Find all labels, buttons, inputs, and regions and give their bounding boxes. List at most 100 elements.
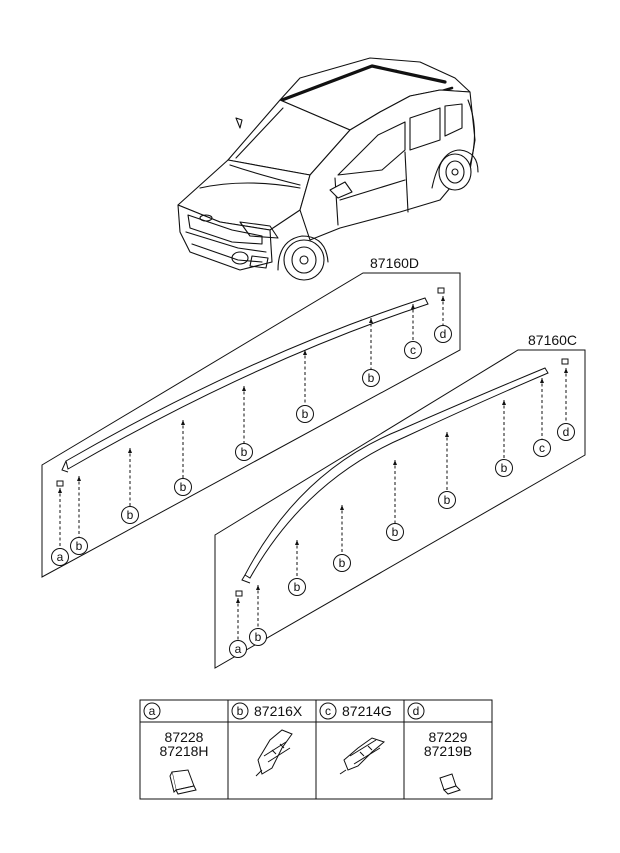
callout-circle (70, 537, 88, 555)
legend-clip-c-illustration (339, 737, 386, 775)
leader-arrowhead (369, 318, 373, 323)
legend-letter-circle (231, 702, 249, 720)
leader-arrowhead (77, 476, 81, 481)
callout-b: b (333, 554, 351, 572)
callout-b: b (121, 506, 139, 524)
callout-circle (229, 640, 247, 658)
leader-arrowhead (303, 350, 307, 355)
legend-cell-b: b 87216X (231, 702, 303, 720)
callout-c: c (404, 341, 422, 359)
legend-clip-b-illustration (255, 729, 293, 777)
legend-part-number: 87229 (429, 729, 468, 745)
callout-letter: b (302, 407, 309, 421)
callout-letter: b (255, 630, 262, 644)
legend-letter-circle (407, 702, 425, 720)
callout-letter: b (368, 371, 375, 385)
leader-arrowhead (540, 378, 544, 383)
callout-letter: b (127, 508, 134, 522)
callout-circle (434, 325, 452, 343)
callout-letter: b (180, 480, 187, 494)
leader-arrowhead (445, 432, 449, 437)
legend-part-number: 87218H (159, 743, 208, 759)
callout-letter: b (339, 556, 346, 570)
leader-arrowhead (128, 448, 132, 453)
callout-b: b (288, 578, 306, 596)
callout-b: b (249, 628, 267, 646)
legend-header-part-number: 87216X (254, 703, 303, 719)
callout-circle (174, 478, 192, 496)
callout-circle (249, 628, 267, 646)
upper-roof-moulding (61, 297, 429, 473)
callout-circle (404, 341, 422, 359)
callout-circle (557, 423, 575, 441)
leader-arrowhead (502, 400, 506, 405)
callout-b: b (495, 459, 513, 477)
legend-letter-circle (319, 702, 337, 720)
leader-arrowhead (181, 420, 185, 425)
callout-b: b (296, 405, 314, 423)
leader-arrowhead (564, 368, 568, 373)
callout-letter: b (392, 525, 399, 539)
callout-letter: b (444, 493, 451, 507)
callout-circle (296, 405, 314, 423)
leader-arrowhead (242, 386, 246, 391)
legend-part-number: 87228 (165, 729, 204, 745)
callout-circle (235, 443, 253, 461)
callout-circle (386, 523, 404, 541)
legend-part-number: 87219B (424, 743, 472, 759)
leader-arrowhead (340, 505, 344, 510)
callout-letter: b (501, 461, 508, 475)
callout-letter: d (563, 425, 570, 439)
callout-b: b (235, 443, 253, 461)
lower-assembly-frame (214, 349, 586, 669)
callout-circle (121, 506, 139, 524)
leader-arrowhead (236, 598, 240, 603)
legend-letter-circle (143, 702, 161, 720)
callout-b: b (174, 478, 192, 496)
callout-letter: d (440, 327, 447, 341)
callout-letter: b (76, 539, 83, 553)
legend-cell-c: c 87214G (319, 702, 392, 720)
callout-b: b (70, 537, 88, 555)
callout-letter: b (241, 445, 248, 459)
upper-assembly-frame (41, 272, 461, 578)
callout-b: b (438, 491, 456, 509)
callout-letter: a (57, 550, 64, 564)
callout-a: a (51, 548, 69, 566)
upper-assembly-part-number: 87160D (370, 255, 419, 271)
lower-assembly-part-number: 87160C (528, 332, 577, 348)
callout-b: b (386, 523, 404, 541)
callout-letter: b (294, 580, 301, 594)
lower-roof-moulding (241, 367, 549, 584)
car-illustration (177, 57, 479, 281)
legend-letter: b (237, 704, 244, 718)
callout-b: b (362, 369, 380, 387)
callout-letter: c (410, 343, 416, 357)
leader-arrowhead (393, 460, 397, 465)
leader-arrowhead (295, 540, 299, 545)
callout-circle (362, 369, 380, 387)
callout-circle (333, 554, 351, 572)
legend-clip-a-illustration (169, 769, 197, 795)
leader-arrowhead (58, 488, 62, 493)
callout-c: c (533, 439, 551, 457)
callout-circle (438, 491, 456, 509)
callout-circle (288, 578, 306, 596)
leader-arrowhead (441, 296, 445, 301)
callout-a: a (229, 640, 247, 658)
legend-table (139, 699, 493, 800)
callout-letter: a (235, 642, 242, 656)
callout-d: d (434, 325, 452, 343)
callout-circle (495, 459, 513, 477)
legend-letter: a (149, 704, 156, 718)
legend-header-part-number: 87214G (342, 703, 392, 719)
callout-leader-lines (58, 296, 568, 640)
callout-d: d (557, 423, 575, 441)
legend-letter: c (325, 704, 331, 718)
callout-letter: c (539, 441, 545, 455)
